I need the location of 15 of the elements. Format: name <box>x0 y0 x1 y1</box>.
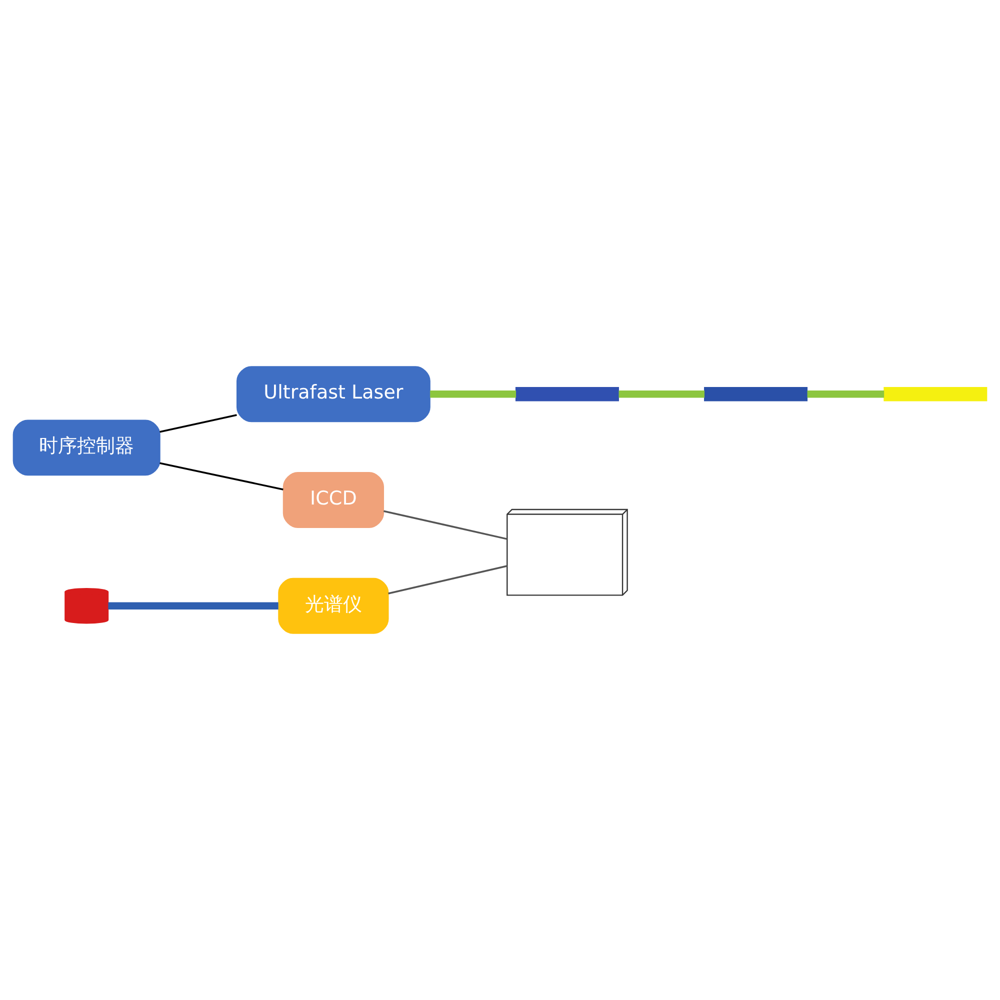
connector <box>388 565 508 594</box>
connector <box>108 602 278 610</box>
node-bar <box>515 386 619 402</box>
node-bar <box>884 386 988 402</box>
node-box: ICCD <box>282 472 384 528</box>
connector <box>430 390 516 398</box>
node-box: 光谱仪 <box>278 578 389 634</box>
connector <box>384 510 507 540</box>
node-bar <box>704 386 808 402</box>
node-box: Ultrafast Laser <box>236 366 430 422</box>
connector <box>160 414 237 433</box>
node-box: 时序控制器 <box>12 420 160 476</box>
connector <box>160 462 284 490</box>
connector <box>618 390 704 398</box>
connector <box>807 390 884 398</box>
